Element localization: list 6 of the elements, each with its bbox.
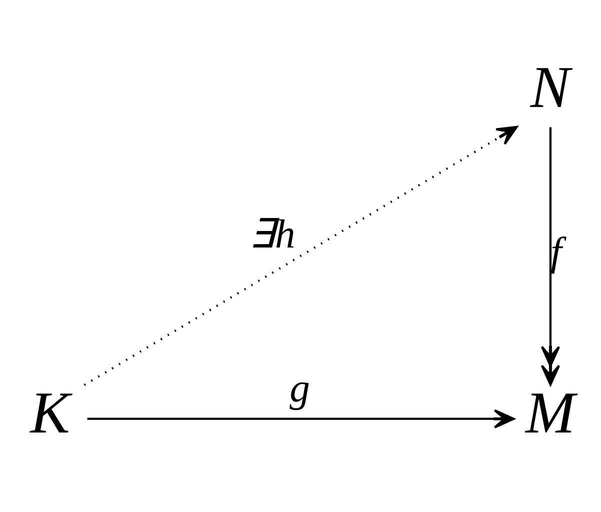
arrow: [540, 127, 560, 386]
edge-label: ∃h: [249, 211, 296, 256]
arrow: [84, 126, 518, 386]
arrow: [87, 409, 515, 428]
edge-label: g: [290, 365, 310, 410]
node-text: K: [30, 380, 70, 446]
